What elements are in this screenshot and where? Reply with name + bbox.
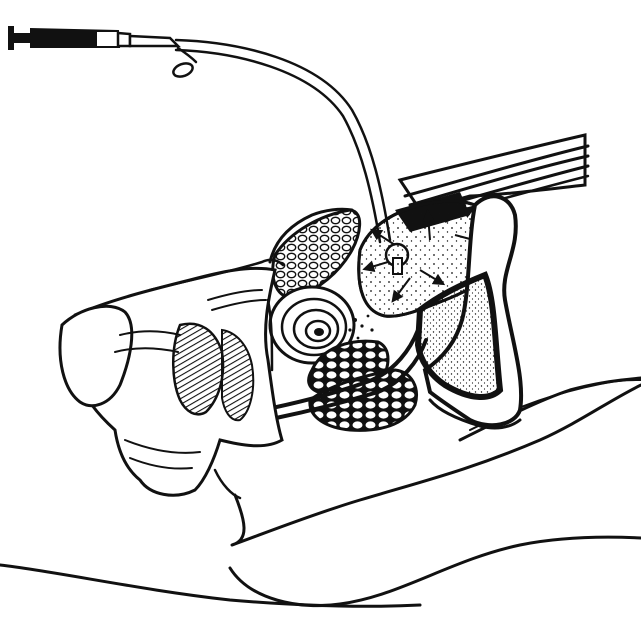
balloon-port-cap	[172, 61, 195, 79]
syringe-plunger-rod	[14, 33, 32, 43]
catheter-connector	[130, 36, 178, 46]
syringe-plunger-cap	[8, 26, 14, 50]
thigh-line	[230, 537, 641, 606]
syringe-barrel-window	[96, 31, 119, 47]
syringe-hub	[118, 33, 130, 46]
corpus-shading-1	[173, 324, 223, 415]
upper-gland	[273, 210, 360, 298]
upper-gland-body	[273, 210, 360, 298]
syringe	[8, 26, 130, 50]
external-genitalia	[60, 260, 283, 495]
bulb-tissue	[309, 341, 417, 430]
perineum-line	[232, 385, 641, 545]
perineal-fold	[215, 470, 240, 498]
